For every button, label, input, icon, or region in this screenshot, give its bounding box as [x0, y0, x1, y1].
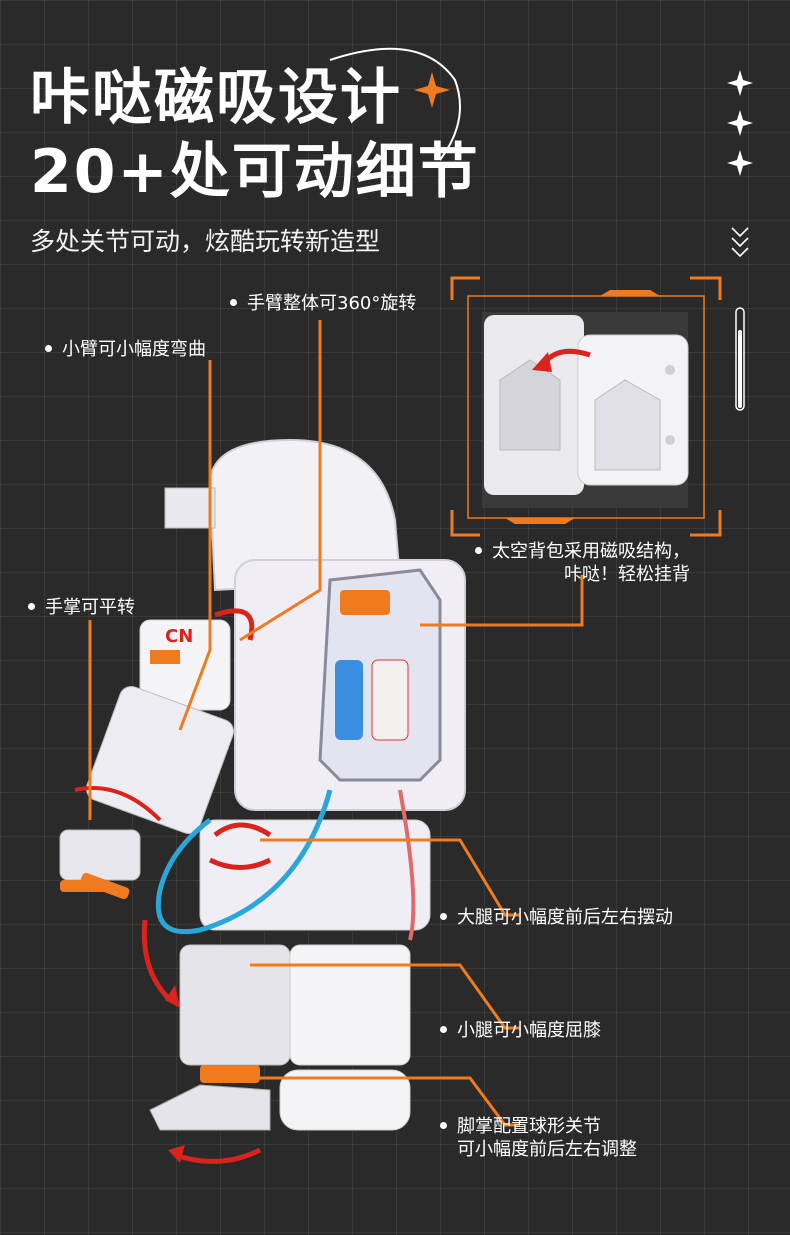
callout-backpack: 太空背包采用磁吸结构， 咔哒！轻松挂背 [470, 540, 690, 587]
headline-line-2: 20+处可动细节 [30, 137, 480, 207]
bullet-dot [475, 546, 482, 554]
callout-backpack-line2: 咔哒！轻松挂背 [564, 564, 690, 586]
orange-sparkle-icon [414, 72, 450, 108]
callout-arm-rotate: 手臂整体可360°旋转 [230, 292, 416, 315]
sparkle-icon [727, 70, 753, 96]
inset-frame [450, 276, 722, 537]
sparkle-icon [727, 110, 753, 136]
scroll-indicator [735, 307, 745, 411]
astronaut-figure: CN [59, 438, 466, 1164]
bullet-dot [28, 602, 35, 610]
bullet-dot [440, 912, 447, 920]
callout-backpack-line1: 太空背包采用磁吸结构， [492, 541, 690, 562]
bullet-dot [440, 1025, 447, 1033]
svg-text:CN: CN [165, 626, 193, 647]
callout-shin-text: 小腿可小幅度屈膝 [457, 1020, 601, 1041]
callout-forearm-bend-text: 小臂可小幅度弯曲 [62, 339, 206, 360]
callout-forearm-bend: 小臂可小幅度弯曲 [45, 338, 206, 361]
callout-palm-rotate: 手掌可平转 [28, 596, 135, 619]
callout-thigh: 大腿可小幅度前后左右摆动 [440, 906, 673, 929]
bullet-dot [45, 344, 52, 352]
callout-shin: 小腿可小幅度屈膝 [440, 1019, 601, 1042]
bullet-dot [230, 298, 237, 306]
callout-palm-rotate-text: 手掌可平转 [45, 597, 135, 618]
callout-foot-line2: 可小幅度前后左右调整 [457, 1139, 637, 1161]
callout-leaders [88, 320, 584, 1127]
callout-foot: 脚掌配置球形关节 可小幅度前后左右调整 [440, 1115, 637, 1162]
chevron-down-icon [731, 227, 749, 258]
subtitle: 多处关节可动，炫酷玩转新造型 [30, 227, 381, 256]
headline-line-1: 咔哒磁吸设计 [30, 63, 402, 133]
headline-swoosh [329, 47, 461, 161]
sparkle-icon [727, 150, 753, 176]
callout-foot-line1: 脚掌配置球形关节 [457, 1116, 601, 1137]
callout-arm-rotate-text: 手臂整体可360°旋转 [247, 293, 417, 314]
bullet-dot [440, 1121, 447, 1129]
callout-thigh-text: 大腿可小幅度前后左右摆动 [457, 907, 673, 928]
